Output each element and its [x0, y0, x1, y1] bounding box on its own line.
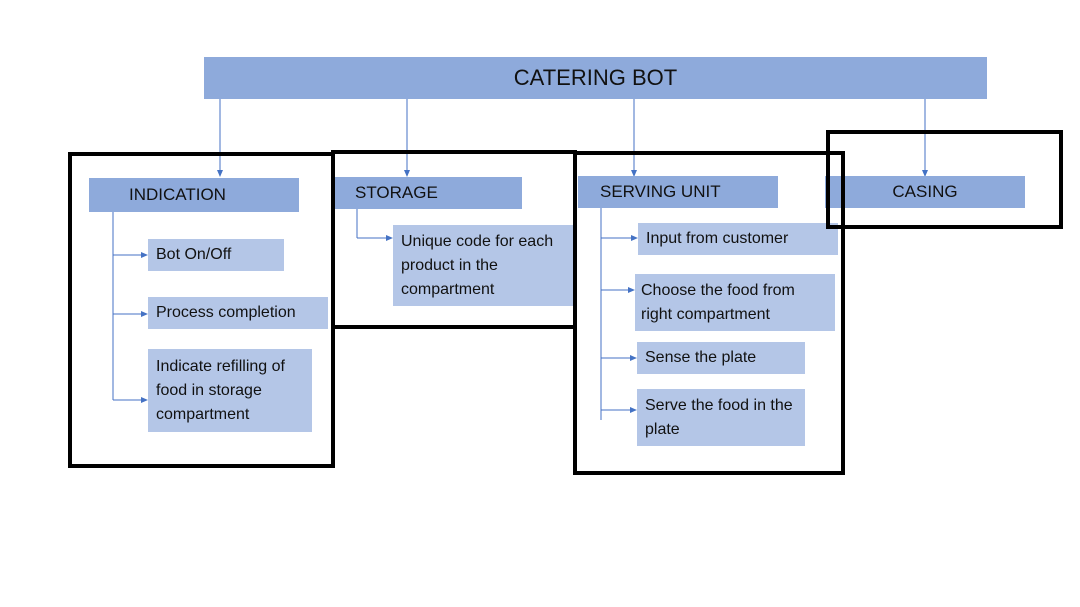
- serving-item-label: Input from customer: [646, 230, 789, 247]
- casing-frame: [826, 130, 1063, 229]
- indication-item-label: Bot On/Off: [156, 246, 232, 263]
- serving-item-sense-plate: Sense the plate: [637, 342, 805, 374]
- indication-item-label: Process completion: [156, 304, 296, 321]
- serving-item-serve-food: Serve the food in the plate: [637, 389, 805, 446]
- serving-item-input: Input from customer: [638, 223, 838, 255]
- indication-header: INDICATION: [89, 178, 299, 212]
- indication-item-process-completion: Process completion: [148, 297, 328, 329]
- diagram-title: CATERING BOT: [513, 65, 678, 90]
- serving-frame: [573, 151, 845, 475]
- serving-item-label: Choose the food from right compartment: [641, 281, 795, 323]
- casing-header-label: CASING: [892, 182, 958, 201]
- serving-item-label: Sense the plate: [645, 349, 757, 366]
- indication-frame: [68, 152, 335, 468]
- storage-header-label: STORAGE: [355, 183, 438, 202]
- storage-item-unique-code: Unique code for each product in the comp…: [393, 225, 573, 306]
- storage-frame: [331, 150, 577, 329]
- indication-item-label: Indicate refilling of food in storage co…: [156, 357, 285, 423]
- storage-item-label: Unique code for each product in the comp…: [401, 232, 554, 298]
- diagram-title-box: CATERING BOT: [204, 57, 987, 99]
- serving-header-label: SERVING UNIT: [600, 182, 721, 201]
- casing-header: CASING: [825, 176, 1025, 208]
- serving-item-label: Serve the food in the plate: [645, 396, 793, 438]
- indication-header-label: INDICATION: [129, 185, 226, 204]
- serving-item-choose-food: Choose the food from right compartment: [635, 274, 835, 331]
- serving-header: SERVING UNIT: [578, 176, 778, 208]
- indication-item-bot-on-off: Bot On/Off: [148, 239, 284, 271]
- indication-item-refilling: Indicate refilling of food in storage co…: [148, 349, 312, 432]
- storage-header: STORAGE: [332, 177, 522, 209]
